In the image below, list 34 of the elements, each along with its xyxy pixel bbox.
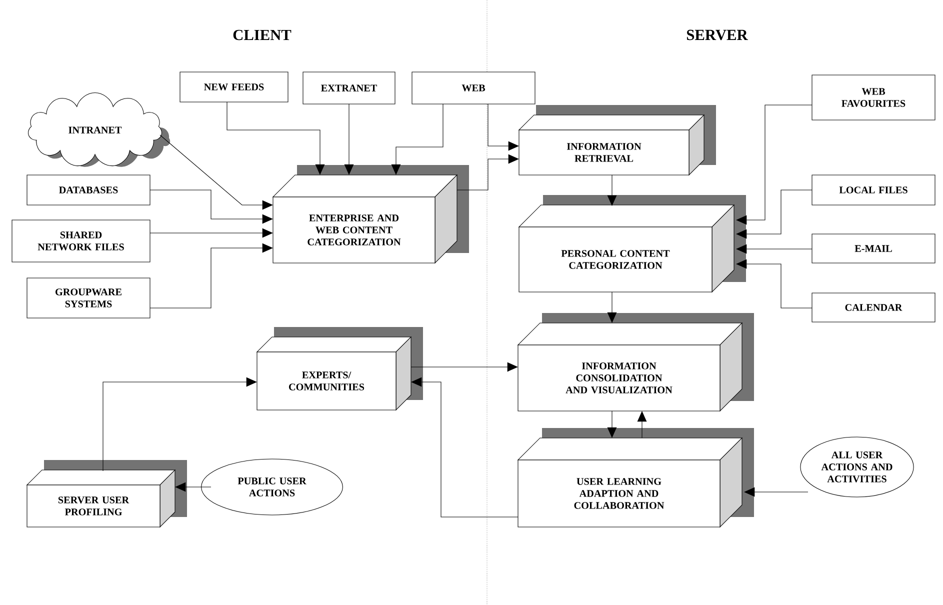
arrow bbox=[744, 487, 808, 497]
arrow bbox=[150, 228, 273, 238]
arrow bbox=[488, 104, 519, 151]
column-heading: CLIENT bbox=[233, 30, 292, 40]
arrow bbox=[226, 102, 325, 175]
arrow bbox=[736, 244, 812, 254]
source-box: CALENDAR bbox=[812, 292, 936, 322]
arrow bbox=[410, 362, 518, 372]
source-box: E-MAIL bbox=[812, 234, 936, 264]
source-box: LOCAL FILES bbox=[812, 174, 936, 206]
arrow bbox=[736, 259, 812, 308]
arrow bbox=[102, 377, 257, 472]
arrow bbox=[150, 243, 273, 308]
arrow bbox=[150, 190, 273, 224]
arrow bbox=[391, 104, 444, 175]
source-box: EXTRANET bbox=[302, 72, 396, 104]
arrow bbox=[607, 292, 617, 323]
source-box: WEB FAVOURITES bbox=[812, 74, 936, 120]
arrow bbox=[344, 104, 354, 175]
source-box: NEW FEEDS bbox=[180, 72, 288, 102]
arrow bbox=[736, 104, 812, 225]
arrow bbox=[607, 410, 617, 438]
source-box: GROUPWARE SYSTEMS bbox=[26, 278, 150, 318]
source-box: SHARED NETWORK FILES bbox=[12, 220, 150, 262]
arrow bbox=[607, 174, 617, 206]
arrow bbox=[411, 377, 518, 518]
arrow bbox=[456, 154, 519, 190]
arrow bbox=[175, 482, 212, 492]
source-box: WEB bbox=[412, 72, 536, 104]
column-heading: SERVER bbox=[687, 30, 748, 40]
source-box: DATABASES bbox=[26, 174, 150, 206]
arrow bbox=[736, 190, 812, 239]
arrow bbox=[160, 134, 273, 210]
arrow bbox=[637, 411, 647, 438]
